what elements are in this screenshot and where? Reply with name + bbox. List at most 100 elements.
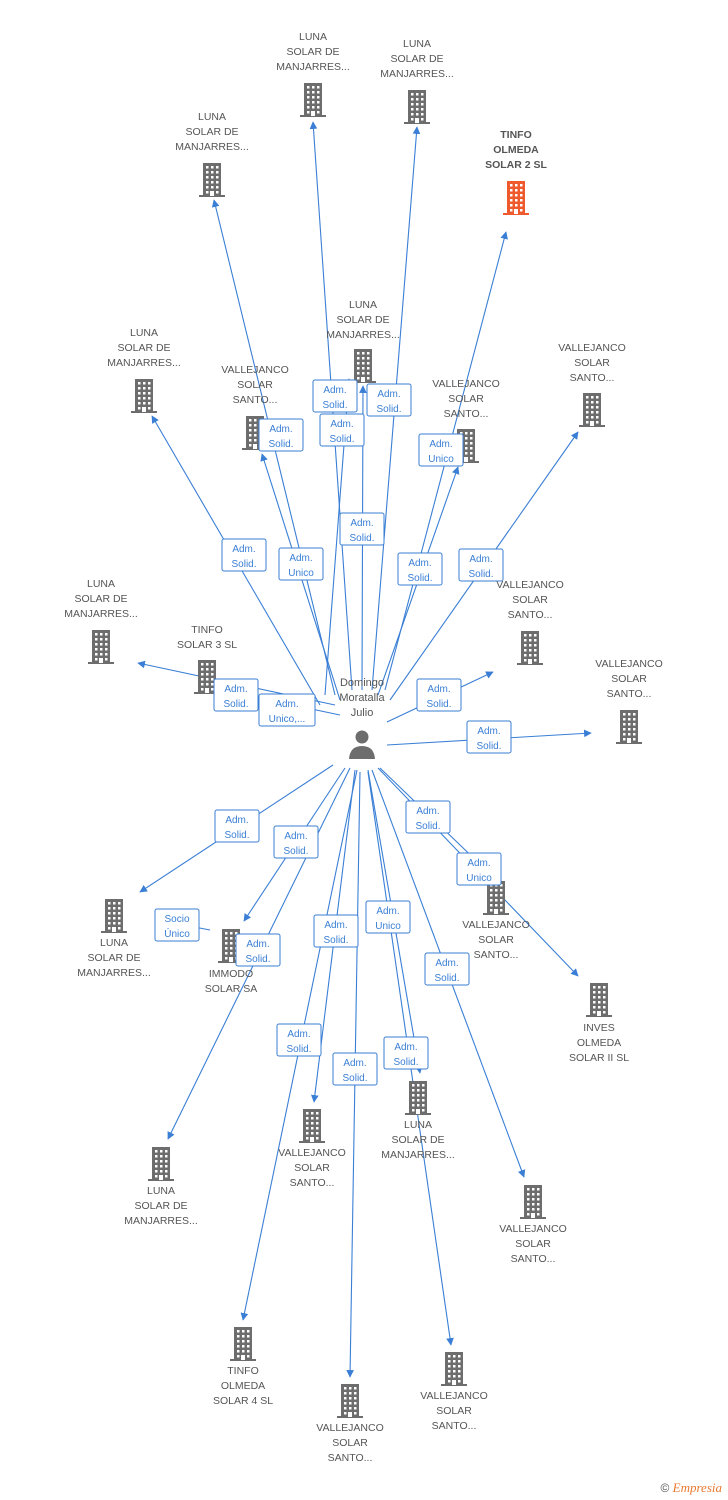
company-name-line: MANJARRES... xyxy=(77,967,151,979)
company-name-line: SOLAR xyxy=(332,1437,368,1449)
badge-label: Adm. xyxy=(377,389,400,400)
badge-label: Solid. xyxy=(323,935,348,946)
relation-badge[interactable]: Adm.Solid. xyxy=(313,914,359,948)
relation-badge[interactable]: Adm.Unico xyxy=(365,900,411,934)
relation-badge[interactable]: Adm.Solid. xyxy=(258,418,304,452)
company-name-line: SOLAR xyxy=(611,673,647,685)
relation-badge[interactable]: Adm.Solid. xyxy=(466,720,512,754)
relation-badge[interactable]: Adm.Solid. xyxy=(383,1036,429,1070)
company-name-line: TINFO xyxy=(227,1365,259,1377)
company-name-line: LUNA xyxy=(404,1119,432,1131)
company-name-line: SOLAR xyxy=(448,393,484,405)
badge-label: Adm. xyxy=(232,544,255,555)
company-name-line: INVES xyxy=(583,1022,615,1034)
relation-badge[interactable]: Adm.Solid. xyxy=(339,512,385,546)
badge-label: Adm. xyxy=(408,558,431,569)
company-name-line: SANTO... xyxy=(570,372,615,384)
company-name-line: SOLAR xyxy=(436,1405,472,1417)
company-name-line: LUNA xyxy=(87,578,115,590)
company-node[interactable]: VALLEJANCOSOLARSANTO... xyxy=(432,378,500,463)
badge-label: Adm. xyxy=(225,815,248,826)
company-node[interactable]: VALLEJANCOSOLARSANTO... xyxy=(221,364,289,450)
relation-badge[interactable]: Adm.Solid. xyxy=(458,548,504,582)
company-name-line: MANJARRES... xyxy=(107,357,181,369)
company-node[interactable]: VALLEJANCOSOLARSANTO... xyxy=(496,579,564,665)
badge-frame xyxy=(466,720,512,754)
badge-frame xyxy=(456,852,502,886)
badge-frame xyxy=(397,552,443,586)
relation-badge[interactable]: Adm.Solid. xyxy=(405,800,451,834)
company-name-line: OLMEDA xyxy=(577,1037,621,1049)
company-node[interactable]: VALLEJANCO SOLAR SANTO... xyxy=(278,1109,346,1189)
relation-badge[interactable]: Adm.Solid. xyxy=(366,383,412,417)
building-icon xyxy=(148,1147,174,1181)
relation-badge[interactable]: Adm.Solid. xyxy=(332,1052,378,1086)
company-name-line: SOLAR xyxy=(294,1162,330,1174)
company-name-line: SOLAR SA xyxy=(205,983,258,995)
relation-badge[interactable]: Adm.Solid. xyxy=(214,809,260,843)
company-node[interactable]: VALLEJANCOSOLARSANTO... xyxy=(462,881,530,961)
badge-label: Adm. xyxy=(323,385,346,396)
company-node[interactable]: VALLEJANCOSOLARSANTO... xyxy=(316,1384,384,1464)
badge-label: Solid. xyxy=(283,846,308,857)
badge-label: Adm. xyxy=(394,1042,417,1053)
company-name-line: SOLAR xyxy=(574,357,610,369)
relation-badge[interactable]: Adm.Unico xyxy=(418,433,464,467)
relation-badge[interactable]: Adm.Solid. xyxy=(235,933,281,967)
building-icon xyxy=(586,983,612,1017)
relation-badge[interactable]: Adm.Solid. xyxy=(213,678,259,712)
company-node[interactable]: VALLEJANCOSOLARSANTO... xyxy=(558,342,626,427)
badge-label: Unico,... xyxy=(269,714,306,725)
relation-badge[interactable]: Adm.Unico xyxy=(456,852,502,886)
company-name-line: IMMODO xyxy=(209,968,253,980)
badge-label: Adm. xyxy=(429,439,452,450)
company-name-line: SOLAR DE xyxy=(185,126,238,138)
badge-label: Solid. xyxy=(426,699,451,710)
relation-badge[interactable]: Adm.Solid. xyxy=(221,538,267,572)
relation-badge[interactable]: Adm.Solid. xyxy=(312,379,358,413)
company-node[interactable]: VALLEJANCOSOLARSANTO... xyxy=(420,1352,488,1432)
badge-label: Adm. xyxy=(224,684,247,695)
relation-badge[interactable]: Adm.Solid. xyxy=(273,825,319,859)
brand-logo[interactable]: Empresia xyxy=(672,1480,722,1495)
badge-label: Adm. xyxy=(269,424,292,435)
company-name-line: SANTO... xyxy=(474,949,519,961)
relation-badge[interactable]: Adm.Solid. xyxy=(276,1023,322,1057)
building-icon xyxy=(350,349,376,383)
relation-badge[interactable]: Adm.Unico,... xyxy=(258,693,316,727)
badge-label: Solid. xyxy=(286,1044,311,1055)
company-name-line: SANTO... xyxy=(607,688,652,700)
company-name-line: SANTO... xyxy=(290,1177,335,1189)
badge-label: Solid. xyxy=(415,821,440,832)
company-name-line: SANTO... xyxy=(328,1452,373,1464)
relation-badge[interactable]: Adm.Unico xyxy=(278,547,324,581)
relation-badge[interactable]: Adm.Solid. xyxy=(397,552,443,586)
relation-badge[interactable]: Adm.Solid. xyxy=(424,952,470,986)
badge-label: Solid. xyxy=(245,954,270,965)
badge-label: Adm. xyxy=(350,518,373,529)
badge-frame xyxy=(213,678,259,712)
company-name-line: OLMEDA xyxy=(221,1380,265,1392)
company-node[interactable]: VALLEJANCOSOLARSANTO... xyxy=(499,1185,567,1265)
badge-frame xyxy=(258,418,304,452)
company-name-line: VALLEJANCO xyxy=(278,1147,346,1159)
relation-badge[interactable]: Adm.Solid. xyxy=(319,413,365,447)
relation-badge[interactable]: Adm.Solid. xyxy=(416,678,462,712)
company-name-line: MANJARRES... xyxy=(326,329,400,341)
company-node[interactable]: VALLEJANCOSOLARSANTO... xyxy=(595,658,663,744)
